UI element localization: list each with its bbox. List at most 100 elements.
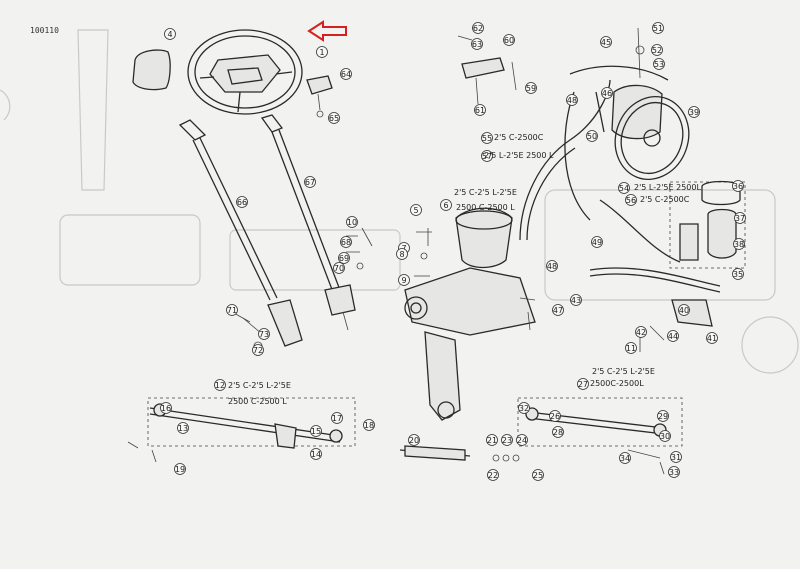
callout-number: 5: [413, 206, 418, 215]
callout-circle: [577, 378, 589, 390]
callout-number: 70: [334, 264, 344, 273]
callout-circle: [363, 419, 375, 431]
callout-65: 65: [328, 112, 340, 124]
callout-11: 11: [625, 342, 637, 354]
callout-circle: [310, 448, 322, 460]
callout-circle: [653, 58, 665, 70]
callout-43: 43: [570, 294, 582, 306]
callout-number: 11: [626, 344, 636, 353]
callout-number: 55: [482, 134, 492, 143]
callout-circle: [667, 330, 679, 342]
callout-number: 20: [409, 436, 419, 445]
callout-circle: [174, 463, 186, 475]
callout-32: 32: [518, 402, 530, 414]
variant-note: 2500 C-2500 L: [228, 397, 287, 406]
callout-number: 40: [679, 306, 689, 315]
callout-21: 21: [486, 434, 498, 446]
callout-number: 65: [329, 114, 339, 123]
callout-54: 54: [618, 182, 630, 194]
callout-5: 5: [410, 204, 422, 216]
variant-note: 2'5 C-2500C: [640, 195, 690, 204]
callout-number: 52: [652, 46, 662, 55]
callout-number: 50: [587, 132, 597, 141]
callout-72: 72: [252, 344, 264, 356]
callout-number: 14: [311, 450, 321, 459]
callout-circle: [552, 426, 564, 438]
callout-39: 39: [688, 106, 700, 118]
callout-19: 19: [174, 463, 186, 475]
callout-number: 60: [504, 36, 514, 45]
callout-number: 68: [341, 238, 351, 247]
callout-number: 54: [619, 184, 629, 193]
variant-note: 2'5 C-2'5 L-2'5E: [454, 188, 517, 197]
callout-number: 24: [517, 436, 527, 445]
callout-circle: [733, 238, 745, 250]
callout-4: 4: [164, 28, 176, 40]
callout-33: 33: [668, 466, 680, 478]
callout-48: 48: [546, 260, 558, 272]
callout-circle: [396, 248, 408, 260]
callout-number: 57: [482, 152, 492, 161]
callout-number: 21: [487, 436, 497, 445]
callout-73: 73: [258, 328, 270, 340]
callout-number: 29: [658, 412, 668, 421]
callout-1: 1: [316, 46, 328, 58]
callout-number: 31: [671, 453, 681, 462]
callout-circle: [706, 332, 718, 344]
callout-number: 46: [602, 89, 612, 98]
callout-circle: [346, 216, 358, 228]
callout-59: 59: [525, 82, 537, 94]
callout-67: 67: [304, 176, 316, 188]
callout-circle: [472, 22, 484, 34]
callout-34: 34: [619, 452, 631, 464]
callout-circle: [333, 262, 345, 274]
callout-24: 24: [516, 434, 528, 446]
callout-circle: [331, 412, 343, 424]
callout-53: 53: [653, 58, 665, 70]
hose-clamp-part: [639, 299, 713, 352]
highlight-arrow-icon: [307, 20, 347, 42]
callout-22: 22: [487, 469, 499, 481]
callout-40: 40: [678, 304, 690, 316]
callout-number: 33: [669, 468, 679, 477]
callout-number: 17: [332, 414, 342, 423]
callout-number: 9: [401, 276, 406, 285]
callout-circle: [440, 199, 452, 211]
callout-circle: [164, 28, 176, 40]
callout-number: 41: [707, 334, 717, 343]
callout-circle: [160, 402, 172, 414]
reservoir-part: [669, 180, 746, 269]
callout-6: 6: [440, 199, 452, 211]
callout-14: 14: [310, 448, 322, 460]
callout-circle: [304, 176, 316, 188]
callout-number: 59: [526, 84, 536, 93]
steering-wheel-part: [187, 29, 303, 115]
callout-number: 47: [553, 306, 563, 315]
horn-pad-part: [132, 49, 171, 91]
callout-circle: [214, 379, 226, 391]
callout-17: 17: [331, 412, 343, 424]
callout-circle: [481, 150, 493, 162]
callout-circle: [487, 469, 499, 481]
callout-number: 61: [475, 106, 485, 115]
callout-8: 8: [396, 248, 408, 260]
variant-note: 2'5 C-2'5 L-2'5E: [592, 367, 655, 376]
callout-30: 30: [659, 430, 671, 442]
callout-number: 37: [735, 214, 745, 223]
callout-circle: [226, 304, 238, 316]
callout-circle: [566, 94, 578, 106]
callout-number: 12: [215, 381, 225, 390]
callout-15: 15: [310, 425, 322, 437]
callout-10: 10: [346, 216, 358, 228]
callout-23: 23: [501, 434, 513, 446]
callout-circle: [503, 34, 515, 46]
callout-number: 32: [519, 404, 529, 413]
callout-number: 67: [305, 178, 315, 187]
callout-number: 44: [668, 332, 678, 341]
callout-circle: [410, 204, 422, 216]
callout-circle: [525, 82, 537, 94]
callout-37: 37: [734, 212, 746, 224]
callout-circle: [258, 328, 270, 340]
callout-49: 49: [591, 236, 603, 248]
